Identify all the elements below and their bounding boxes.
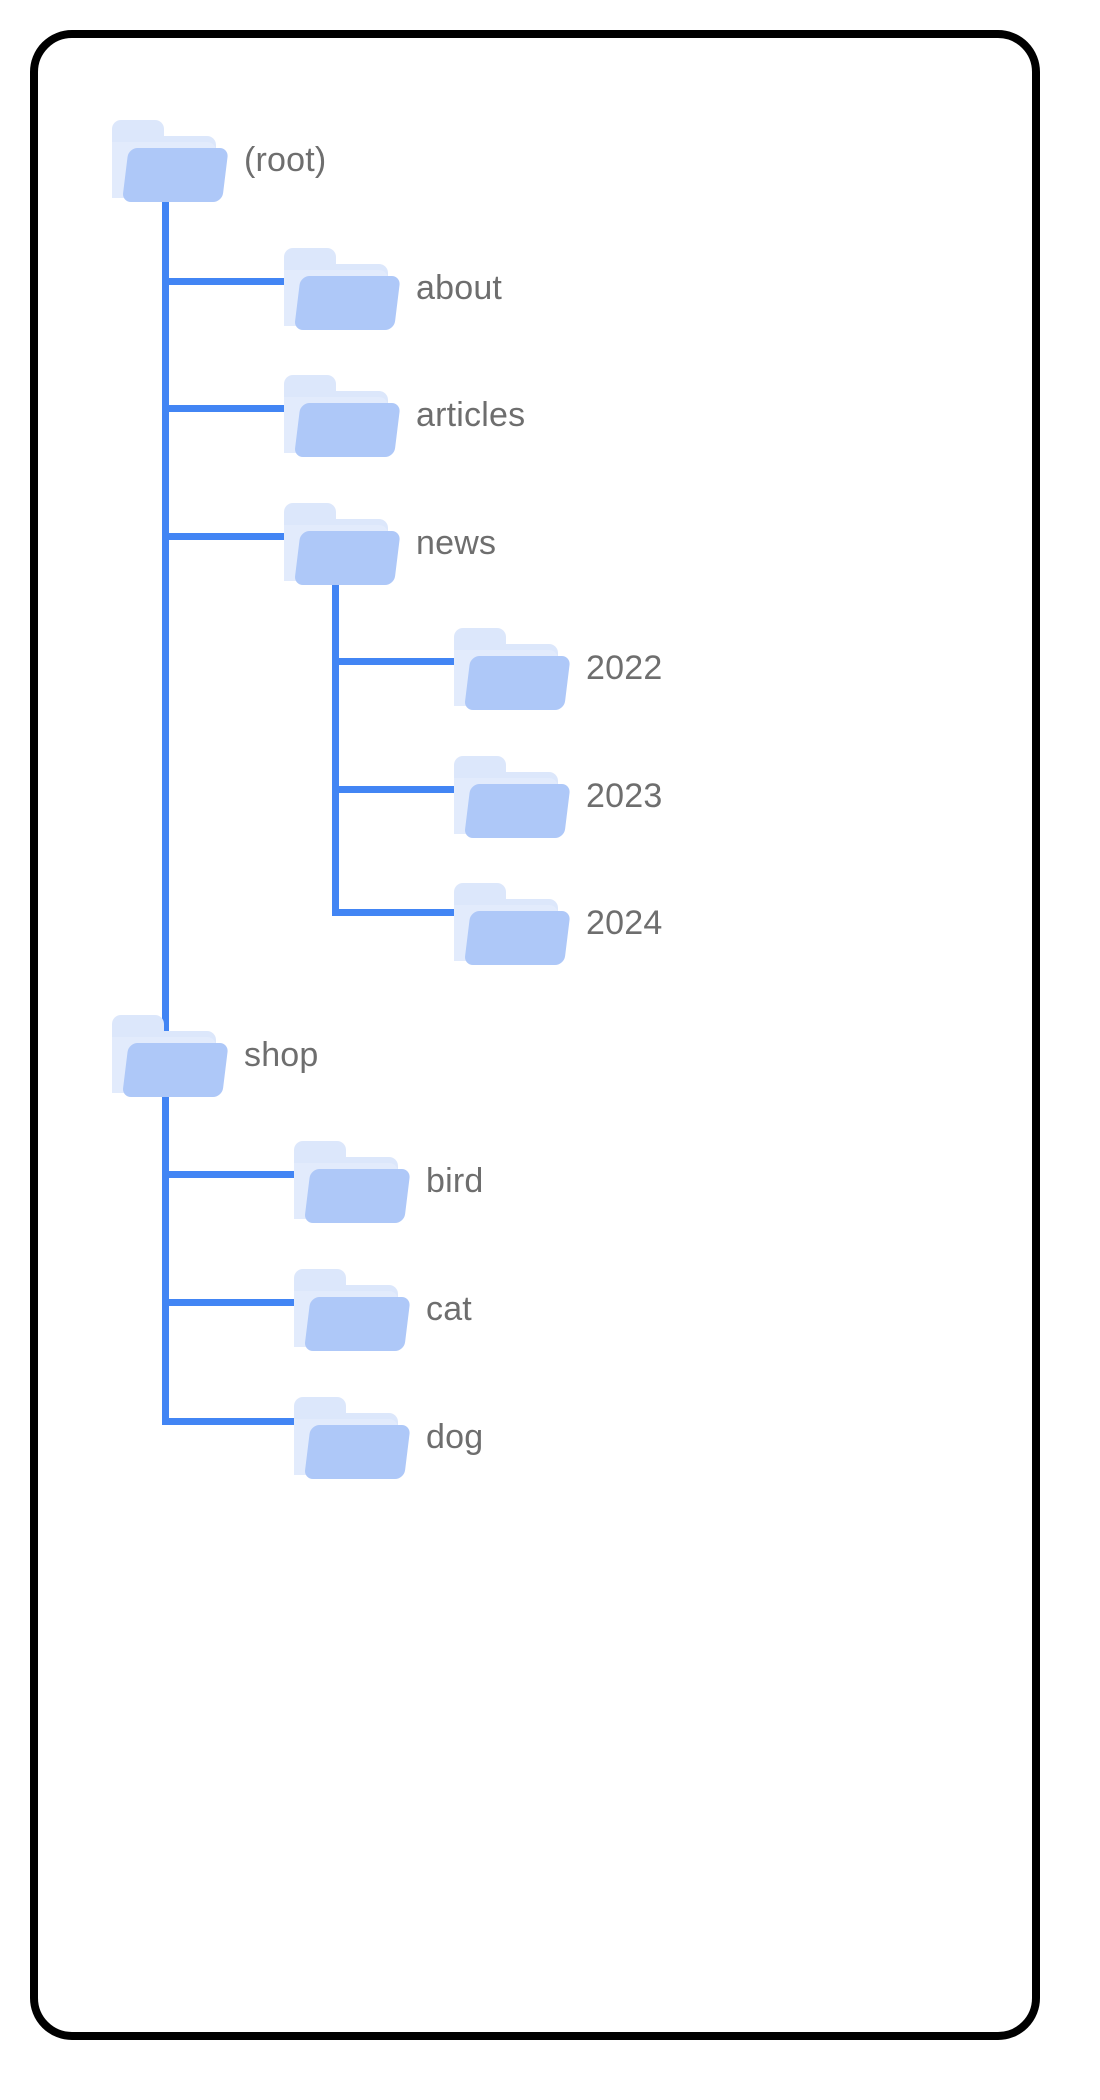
tree-node-bird[interactable]: bird — [288, 1131, 484, 1231]
edge-root-articles — [162, 405, 288, 412]
diagram-card: (root) about articles news — [30, 30, 1040, 2040]
tree-node-label: shop — [244, 1036, 319, 1074]
tree-node-2022[interactable]: 2022 — [448, 618, 662, 718]
folder-icon — [106, 114, 229, 206]
edge-trunk-shop — [162, 1048, 169, 1425]
folder-icon — [448, 622, 571, 714]
folder-icon — [288, 1391, 411, 1483]
tree-node-label: articles — [416, 396, 526, 434]
folder-tree: (root) about articles news — [38, 38, 1048, 2048]
tree-node-news[interactable]: news — [278, 493, 496, 593]
folder-icon — [448, 877, 571, 969]
tree-node-label: (root) — [244, 141, 327, 179]
folder-icon — [278, 369, 401, 461]
tree-node-about[interactable]: about — [278, 238, 502, 338]
tree-node-root[interactable]: (root) — [106, 110, 326, 210]
tree-node-label: cat — [426, 1290, 472, 1328]
tree-node-label: bird — [426, 1162, 484, 1200]
folder-icon — [278, 242, 401, 334]
edge-root-about — [162, 278, 288, 285]
tree-node-label: news — [416, 524, 497, 562]
folder-icon — [278, 497, 401, 589]
tree-node-dog[interactable]: dog — [288, 1387, 483, 1487]
edge-root-news — [162, 533, 288, 540]
edge-news-2023 — [332, 786, 458, 793]
edge-news-2022 — [332, 658, 458, 665]
tree-node-label: 2022 — [586, 649, 663, 687]
edge-trunk-news — [332, 558, 339, 916]
folder-icon — [448, 750, 571, 842]
tree-node-label: dog — [426, 1418, 484, 1456]
folder-icon — [288, 1263, 411, 1355]
tree-node-cat[interactable]: cat — [288, 1259, 472, 1359]
edge-shop-cat — [162, 1299, 298, 1306]
edge-trunk-root — [162, 178, 169, 1033]
tree-node-label: 2024 — [586, 904, 663, 942]
tree-node-label: about — [416, 269, 503, 307]
folder-icon — [288, 1135, 411, 1227]
folder-icon — [106, 1009, 229, 1101]
tree-node-shop[interactable]: shop — [106, 1005, 319, 1105]
edge-news-2024 — [332, 909, 458, 916]
tree-node-label: 2023 — [586, 777, 663, 815]
tree-node-articles[interactable]: articles — [278, 365, 525, 465]
tree-node-2024[interactable]: 2024 — [448, 873, 662, 973]
edge-shop-dog — [162, 1418, 298, 1425]
edge-shop-bird — [162, 1171, 298, 1178]
tree-node-2023[interactable]: 2023 — [448, 746, 662, 846]
